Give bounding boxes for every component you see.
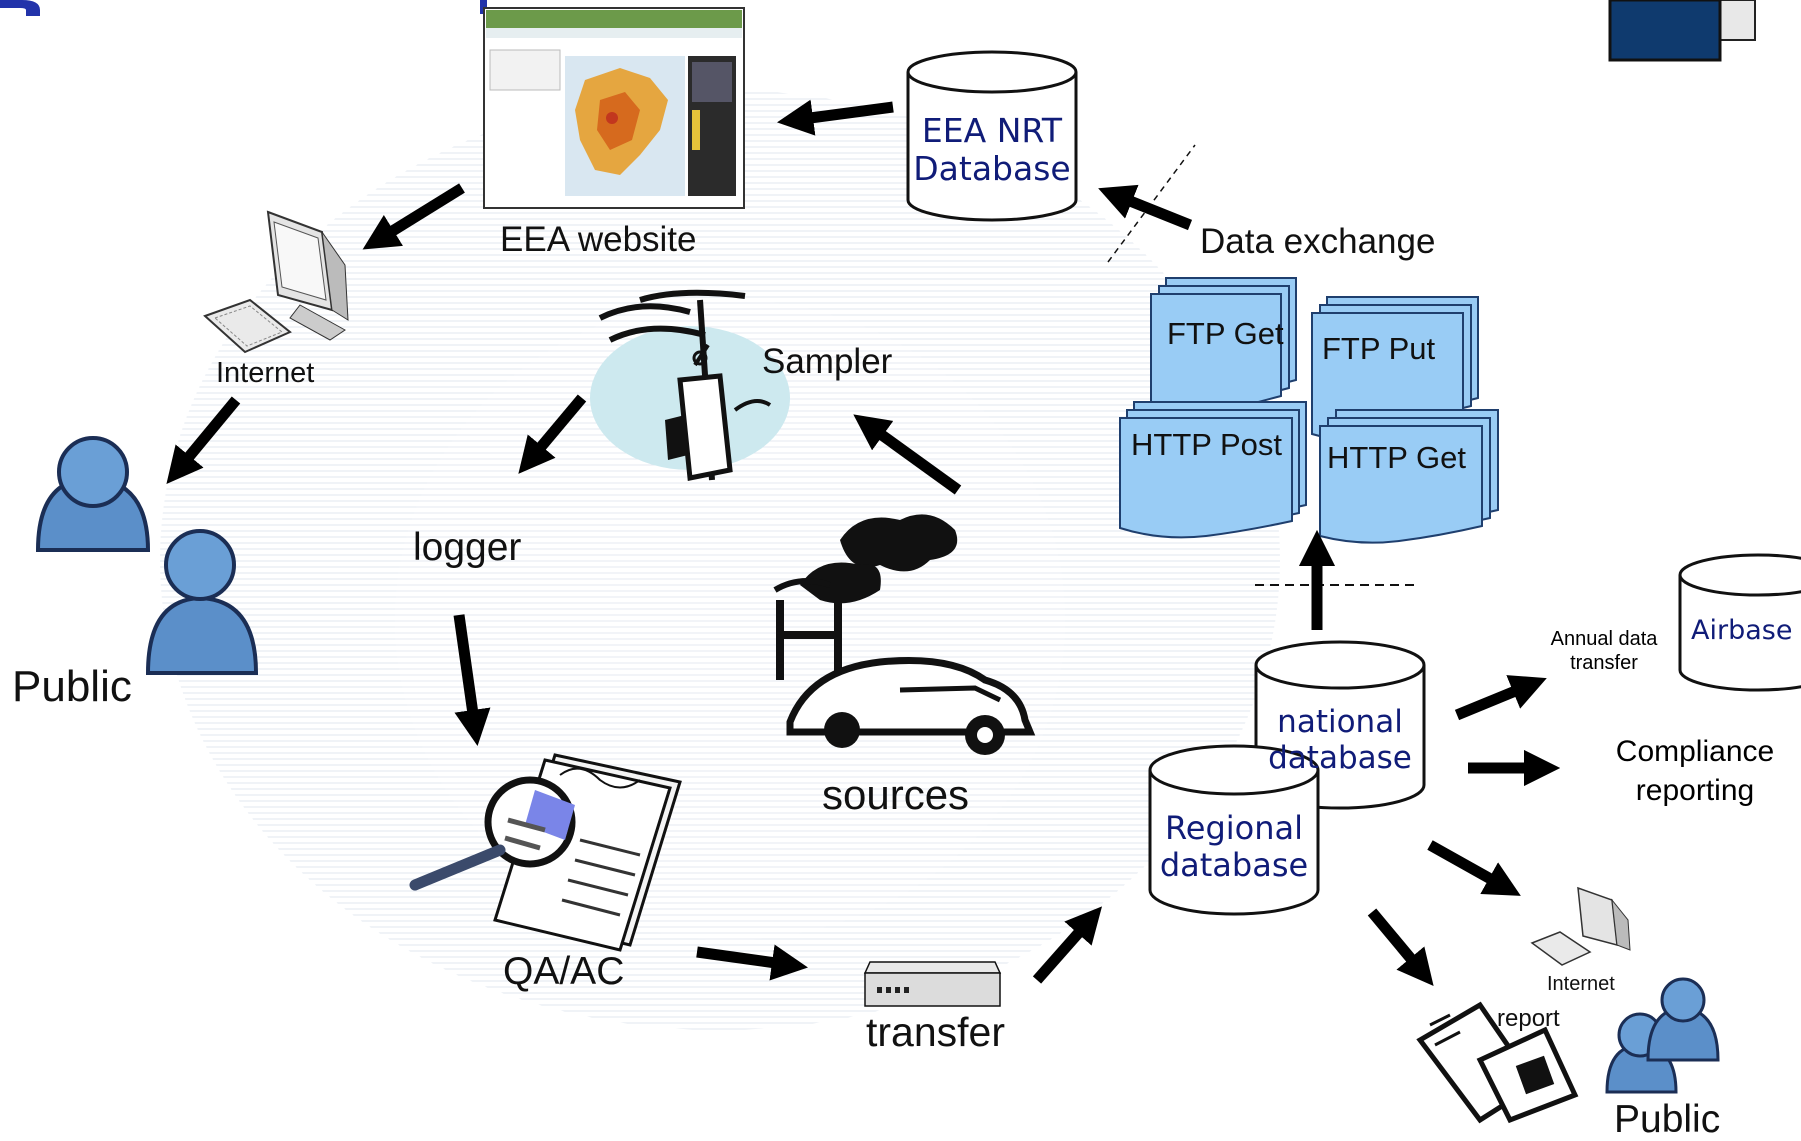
- national-database-label: national database: [1256, 704, 1424, 776]
- public-left-label: Public: [12, 662, 132, 711]
- arrow-exchange-to-db: [1098, 184, 1193, 231]
- internet-left-label: Internet: [216, 357, 315, 389]
- qa-ac-document-icon: [409, 753, 682, 952]
- arrow-transfer-to-regional: [1032, 906, 1103, 984]
- annual-data-transfer-line2: transfer: [1570, 652, 1638, 674]
- airbase-database-cylinder: [1678, 553, 1801, 692]
- compliance-reporting-label: Compliance reporting: [1590, 732, 1800, 810]
- sampler-icon: [590, 289, 790, 481]
- annual-data-transfer-label: Annual data transfer: [1530, 627, 1678, 675]
- title-fragment: [0, 0, 40, 16]
- public-right-label: Public: [1614, 1098, 1721, 1141]
- internet-right-label: Internet: [1547, 973, 1615, 995]
- arrow-website-to-internet: [362, 183, 465, 250]
- boundary-line: [1107, 144, 1196, 263]
- eea-nrt-database-label-line2: Database: [913, 148, 1071, 188]
- eea-website-screenshot: [483, 7, 745, 209]
- arrow-national-to-airbase: [1454, 675, 1547, 721]
- transfer-label: transfer: [866, 1009, 1005, 1055]
- report-label: report: [1497, 1005, 1560, 1032]
- http-get-label: HTTP Get: [1327, 440, 1466, 475]
- sources-label: sources: [822, 771, 970, 818]
- flow-arrows: [166, 99, 1561, 986]
- report-laptop-icon: [1416, 1001, 1579, 1124]
- arrow-db-to-website: [777, 99, 894, 136]
- ftp-get-label: FTP Get: [1167, 316, 1284, 351]
- arrow-sources-to-sampler: [853, 414, 962, 495]
- arrow-internet-to-public: [166, 396, 241, 484]
- ftp-put-label: FTP Put: [1322, 331, 1436, 366]
- computer-left-icon: [203, 210, 349, 354]
- logger-label: logger: [413, 526, 522, 569]
- qa-ac-label: QA/AC: [503, 950, 625, 993]
- arrow-national-to-internet: [1427, 840, 1521, 896]
- data-exchange-label: Data exchange: [1200, 222, 1436, 261]
- regional-database-label-line2: database: [1159, 845, 1309, 884]
- regional-database-cylinder: [1148, 744, 1320, 916]
- transfer-modem-icon: [863, 961, 1002, 1007]
- public-left-people-icon: [35, 436, 259, 675]
- sampler-label: Sampler: [762, 342, 893, 381]
- ftp-put-document: [1311, 296, 1479, 441]
- eea-nrt-database-label-line1: EEA NRT: [921, 111, 1063, 150]
- compliance-reporting-line1: Compliance: [1615, 735, 1775, 768]
- eea-nrt-database-label: EEA NRT Database: [905, 112, 1079, 188]
- regional-database-label: Regional database: [1150, 810, 1318, 884]
- computer-right-icon: [1530, 886, 1631, 966]
- sources-icon: [773, 514, 1036, 755]
- arrow-qa-to-transfer: [696, 944, 808, 981]
- http-post-label: HTTP Post: [1131, 427, 1283, 462]
- arrow-sampler-to-logger: [518, 394, 587, 474]
- logo-icon: [1608, 0, 1756, 62]
- compliance-reporting-line2: reporting: [1635, 774, 1755, 807]
- http-post-document: [1119, 401, 1307, 539]
- public-right-people-icon: [1605, 977, 1720, 1094]
- national-database-label-line1: national: [1277, 704, 1403, 740]
- regional-database-label-line1: Regional: [1164, 809, 1304, 847]
- ftp-get-document: [1150, 277, 1297, 422]
- annual-data-transfer-line1: Annual data: [1550, 628, 1658, 650]
- airbase-label: Airbase: [1691, 615, 1793, 646]
- eea-website-label: EEA website: [500, 220, 697, 259]
- arrow-logger-to-qa: [453, 614, 491, 746]
- eea-nrt-database-cylinder: [906, 50, 1078, 222]
- arrow-national-to-report: [1367, 908, 1434, 986]
- national-database-label-line2: database: [1268, 739, 1412, 776]
- http-get-document: [1319, 409, 1499, 544]
